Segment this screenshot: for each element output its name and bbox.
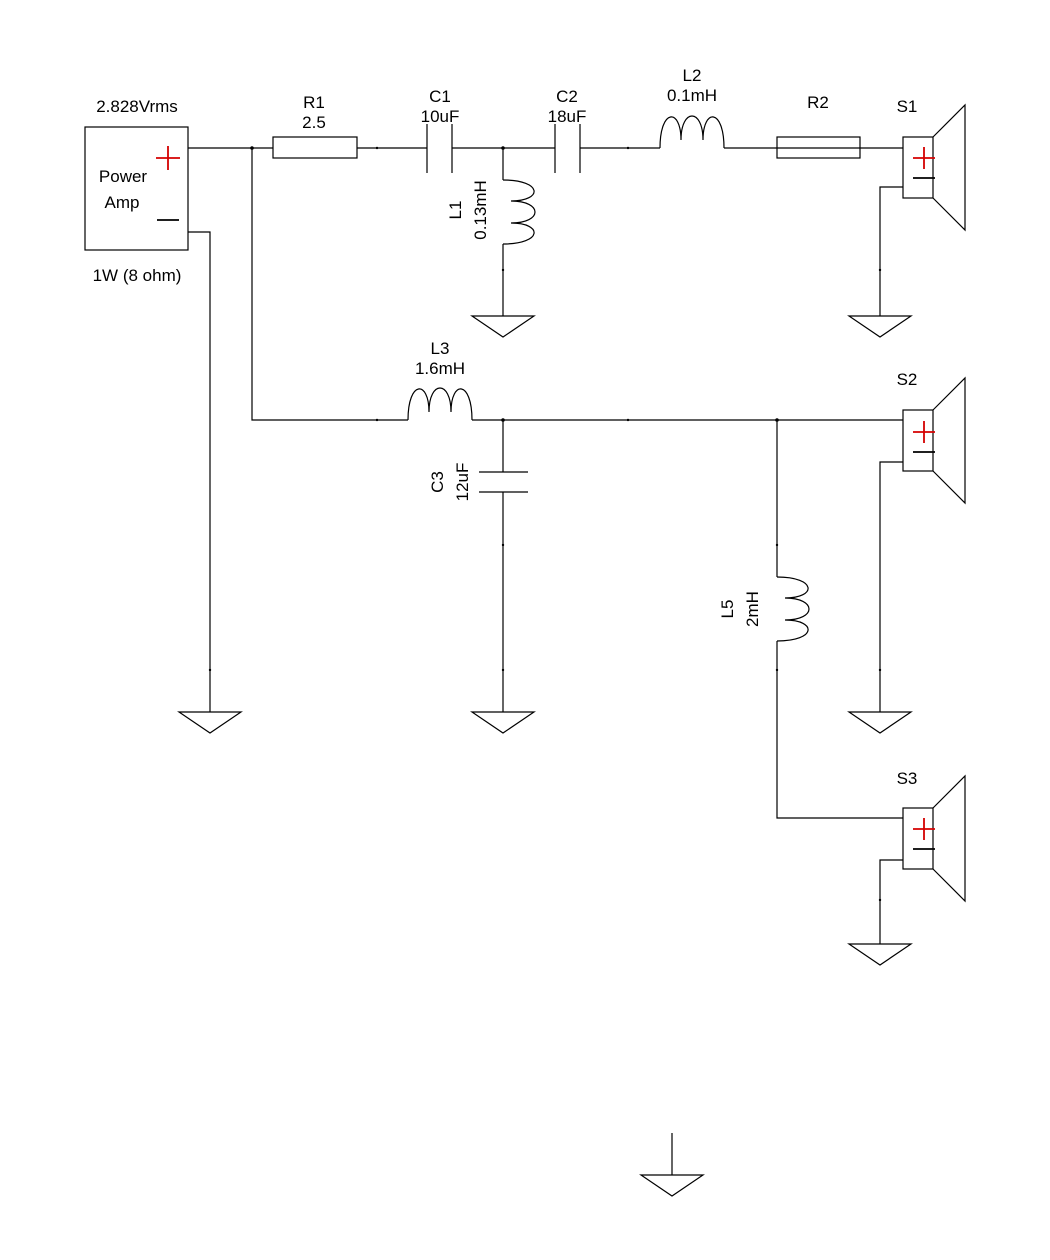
ground-icon xyxy=(639,1174,705,1197)
l3-value-label: 1.6mH xyxy=(415,359,465,378)
speaker-icon xyxy=(902,774,966,903)
power-amp: 2.828Vrms Power Amp 1W (8 ohm) xyxy=(84,97,189,285)
c1-value-label: 10uF xyxy=(421,107,460,126)
amp-rating-label: 1W (8 ohm) xyxy=(93,266,182,285)
ground-symbols xyxy=(177,315,913,1197)
amp-plus-terminal-icon xyxy=(156,146,180,170)
capacitor-c1 xyxy=(426,124,453,173)
speaker-plus-icon xyxy=(913,818,935,840)
ground-icon xyxy=(177,711,243,734)
capacitor-c2 xyxy=(554,124,581,173)
ground-icon xyxy=(847,315,913,338)
ground-icon xyxy=(847,711,913,734)
inductor-l1 xyxy=(502,179,536,245)
amp-name-line1: Power xyxy=(99,167,148,186)
r1-value-label: 2.5 xyxy=(302,113,326,132)
speaker-plus-icon xyxy=(913,147,935,169)
inductor-l3 xyxy=(407,387,473,421)
l5-name-label: L5 xyxy=(718,600,737,619)
inductor-l2 xyxy=(659,115,725,149)
resistor-r1: R1 2.5 xyxy=(272,93,358,159)
ground-icon xyxy=(847,943,913,966)
ground-icon xyxy=(470,315,536,338)
speaker-s3: S3 xyxy=(897,769,966,903)
s1-name-label: S1 xyxy=(897,97,918,116)
ground-icon xyxy=(470,711,536,734)
amp-voltage-label: 2.828Vrms xyxy=(96,97,178,116)
wires xyxy=(188,147,903,1175)
resistor-r2: R2 xyxy=(776,93,861,159)
l2-name-label: L2 xyxy=(683,66,702,85)
speaker-icon xyxy=(902,376,966,505)
amp-name-line2: Amp xyxy=(105,193,140,212)
c3-name-label: C3 xyxy=(428,471,447,493)
speaker-s2: S2 xyxy=(897,370,966,505)
l1-value-label: 0.13mH xyxy=(471,180,490,240)
l1-name-label: L1 xyxy=(446,201,465,220)
s3-name-label: S3 xyxy=(897,769,918,788)
speaker-plus-icon xyxy=(913,421,935,443)
r1-name-label: R1 xyxy=(303,93,325,112)
s2-name-label: S2 xyxy=(897,370,918,389)
c3-value-label: 12uF xyxy=(453,463,472,502)
c2-value-label: 18uF xyxy=(548,107,587,126)
capacitor-c3 xyxy=(479,471,528,493)
l2-value-label: 0.1mH xyxy=(667,86,717,105)
l5-value-label: 2mH xyxy=(743,591,762,627)
c2-name-label: C2 xyxy=(556,87,578,106)
l3-name-label: L3 xyxy=(431,339,450,358)
speaker-icon xyxy=(902,103,966,232)
c1-name-label: C1 xyxy=(429,87,451,106)
r2-name-label: R2 xyxy=(807,93,829,112)
junction-dots xyxy=(208,146,882,902)
speaker-s1: S1 xyxy=(897,97,966,232)
inductor-l5 xyxy=(776,576,810,642)
